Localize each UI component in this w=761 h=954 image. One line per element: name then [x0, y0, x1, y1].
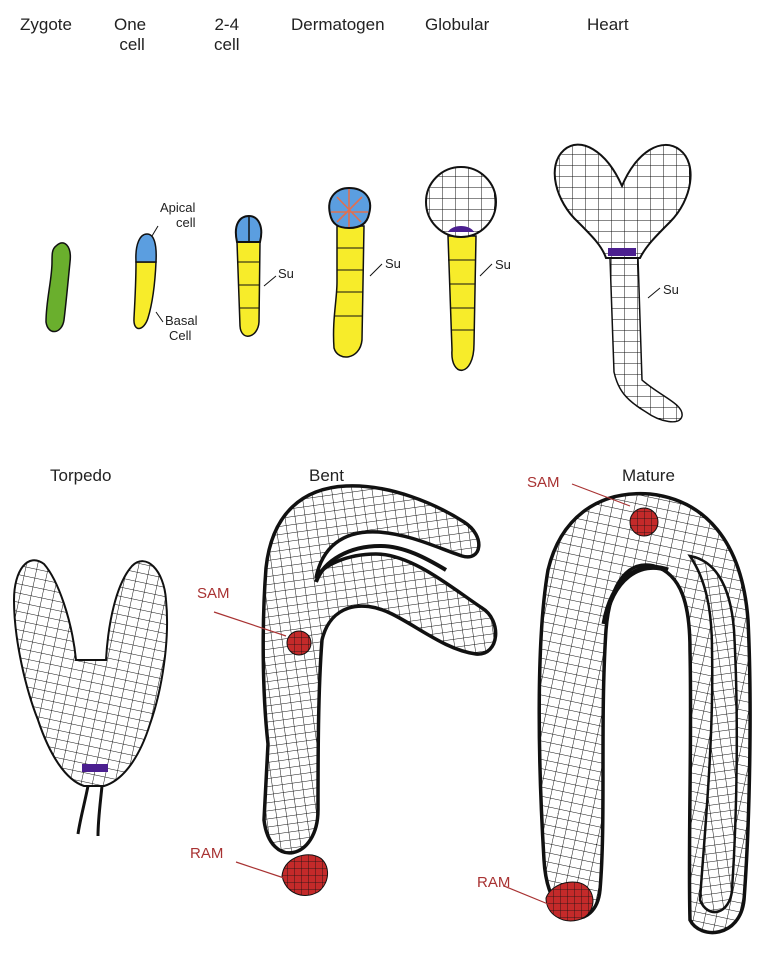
- title-heart: Heart: [587, 15, 629, 35]
- torpedo-suspensor-strands: [78, 786, 102, 836]
- suspensor-pointer-2: [370, 264, 382, 276]
- label-apical-line1: Apical: [160, 200, 196, 215]
- suspensor-pointer-4: [648, 288, 660, 298]
- title-zygote: Zygote: [20, 15, 72, 35]
- title-mature: Mature: [622, 466, 675, 486]
- title-globular: Globular: [425, 15, 489, 35]
- title-two-four-cell-line2: cell: [214, 35, 240, 55]
- mature-sam: [630, 508, 658, 536]
- label-sam-bent: SAM: [197, 585, 230, 602]
- label-basal-line1: Basal: [165, 313, 198, 328]
- label-suspensor-globular: Su: [495, 257, 511, 272]
- title-torpedo: Torpedo: [50, 466, 111, 486]
- title-two-four-cell: 2-4 cell: [214, 15, 240, 55]
- suspensor-pointer-3: [480, 264, 492, 276]
- title-dermatogen: Dermatogen: [291, 15, 385, 35]
- label-apical-line2: cell: [160, 215, 196, 230]
- bent-ram-pointer: [236, 862, 284, 878]
- zygote-cell: [46, 243, 70, 332]
- title-one-cell-line1: One: [114, 15, 146, 35]
- label-basal-cell: Basal Cell: [165, 313, 198, 343]
- label-ram-bent: RAM: [190, 845, 223, 862]
- bent-embryo-body: [263, 486, 495, 853]
- bent-sam: [287, 631, 311, 655]
- one-cell-basal: [134, 262, 156, 329]
- globular-suspensor: [448, 236, 476, 370]
- suspensor-pointer-1: [264, 276, 276, 286]
- label-ram-mature: RAM: [477, 874, 510, 891]
- heart-stem-cells: [608, 248, 636, 256]
- label-basal-line2: Cell: [165, 328, 198, 343]
- mature-ram: [546, 882, 593, 921]
- two-four-cell-suspensor: [237, 242, 260, 336]
- label-suspensor-dermatogen: Su: [385, 256, 401, 271]
- title-one-cell-line2: cell: [114, 35, 146, 55]
- label-suspensor-heart: Su: [663, 282, 679, 297]
- basal-pointer: [156, 312, 163, 322]
- label-sam-mature: SAM: [527, 474, 560, 491]
- title-two-four-cell-line1: 2-4: [214, 15, 240, 35]
- bent-ram: [282, 855, 328, 896]
- one-cell-apical: [136, 234, 156, 262]
- torpedo-embryo-body: [14, 560, 167, 786]
- label-apical-cell: Apical cell: [160, 200, 196, 230]
- title-one-cell: One cell: [114, 15, 146, 55]
- mature-ram-pointer: [504, 886, 548, 904]
- title-bent: Bent: [309, 466, 344, 486]
- apical-pointer: [152, 226, 158, 236]
- label-suspensor-two-four: Su: [278, 266, 294, 281]
- heart-embryo-body: [555, 145, 691, 258]
- torpedo-stem-cells: [82, 764, 108, 772]
